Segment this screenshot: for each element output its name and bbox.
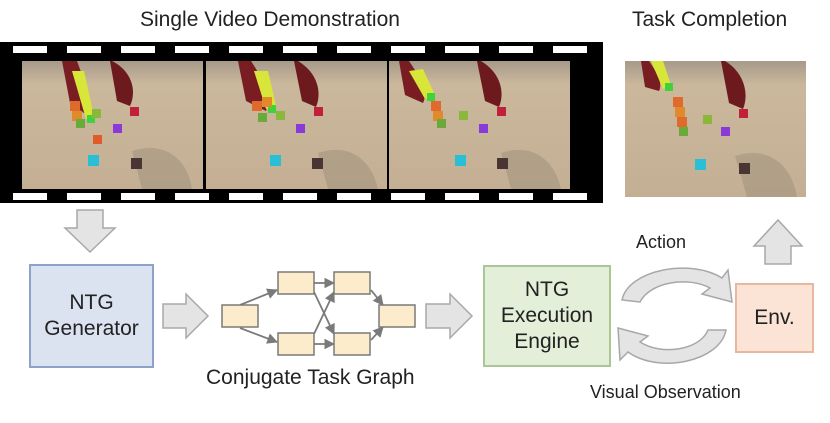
engine-label-line1: NTG [524, 277, 570, 301]
graph-node-1 [221, 304, 259, 328]
engine-label-line3: Engine [514, 330, 580, 354]
environment-box: Env. [735, 283, 814, 353]
visual-observation-label: Visual Observation [590, 382, 741, 402]
film-sprocket-holes-top [13, 46, 587, 53]
arrow-generator-to-graph [162, 292, 210, 340]
completion-title: Task Completion [632, 8, 788, 31]
graph-node-6 [378, 304, 416, 328]
ntg-generator-label-line1: NTG [69, 290, 114, 314]
demonstration-title: Single Video Demonstration [140, 8, 400, 31]
ntg-execution-engine-box: NTG Execution Engine [483, 265, 611, 367]
video-film-strip [0, 42, 603, 203]
observation-cycle-arrow [617, 327, 727, 364]
conjugate-task-graph [221, 271, 416, 356]
task-completion-image [625, 61, 806, 197]
engine-label-line2: Execution [500, 303, 594, 327]
arrow-graph-to-engine [425, 292, 474, 340]
graph-node-5 [333, 332, 371, 356]
action-label: Action [636, 232, 687, 252]
environment-label: Env. [754, 305, 795, 329]
graph-node-3 [277, 332, 315, 356]
video-frame-1 [22, 61, 203, 189]
conjugate-task-graph-label: Conjugate Task Graph [206, 366, 415, 389]
ntg-generator-box: NTG Generator [29, 264, 154, 368]
arrow-down-to-generator [63, 209, 117, 254]
arrow-up-to-completion [752, 218, 804, 265]
video-frame-3 [389, 61, 570, 189]
action-cycle-arrow [621, 267, 733, 304]
graph-node-2 [277, 271, 315, 295]
ntg-generator-label-line2: Generator [44, 317, 139, 340]
film-sprocket-holes-bottom [13, 193, 587, 200]
video-frame-2 [206, 61, 387, 189]
graph-node-4 [333, 271, 371, 295]
